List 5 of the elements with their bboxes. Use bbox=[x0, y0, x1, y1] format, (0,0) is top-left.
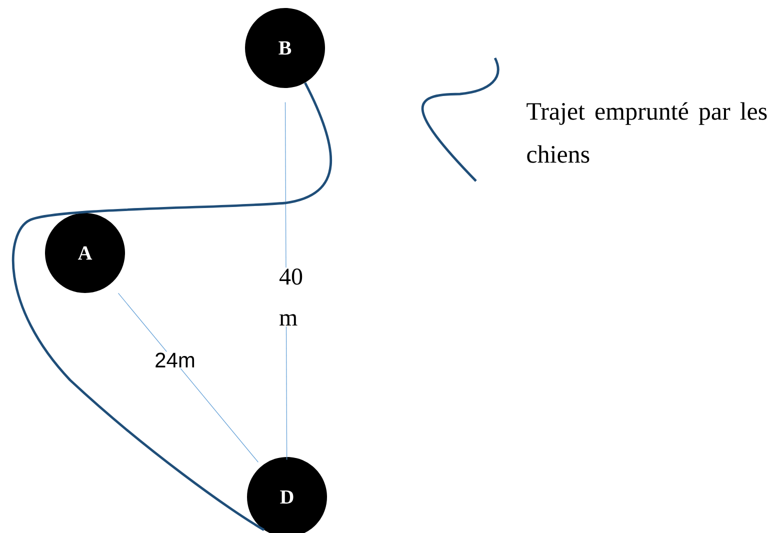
distance-line bbox=[118, 292, 258, 462]
legend-text: Trajet emprunté par les chiens bbox=[526, 102, 767, 163]
path-curve bbox=[12, 82, 332, 531]
edge-label: 40 m bbox=[278, 268, 304, 326]
edge-label: 24m bbox=[154, 352, 196, 368]
